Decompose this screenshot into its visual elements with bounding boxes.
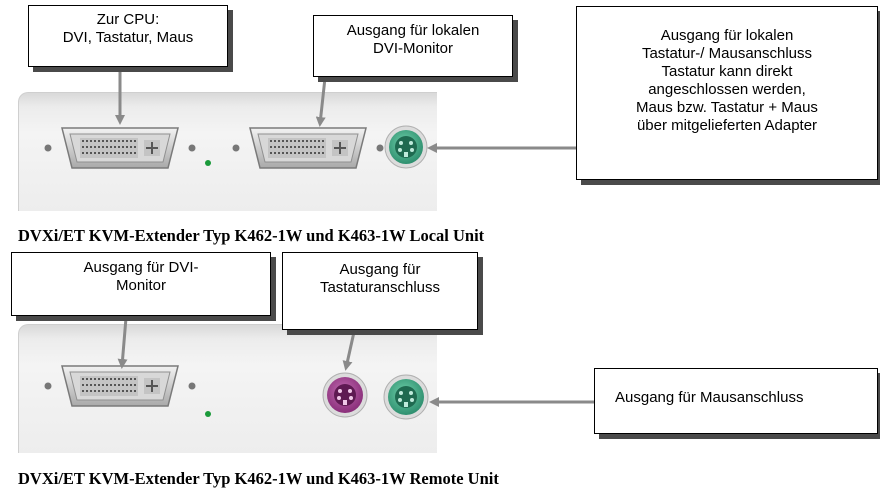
ps2-port-mouse-green: [383, 374, 429, 420]
dvi-port-remote-monitor: [44, 365, 196, 407]
caption-local-unit: DVXi/ET KVM-Extender Typ K462-1W und K46…: [18, 226, 485, 245]
dvi-port-local-monitor: [232, 127, 384, 169]
callout-mouse: Ausgang für Mausanschluss: [594, 368, 878, 434]
ps2-port-local-green: [384, 125, 428, 169]
arrow-keyboard: [342, 331, 356, 371]
status-led-icon: [205, 160, 211, 166]
caption-remote-unit: DVXi/ET KVM-Extender Typ K462-1W und K46…: [18, 469, 499, 488]
callout-dvi-monitor: Ausgang für DVI- Monitor: [11, 252, 271, 316]
dvi-port-cpu: [44, 127, 196, 169]
status-led-icon: [205, 411, 211, 417]
arrow-dvi-monitor: [117, 317, 128, 369]
ps2-port-keyboard-purple: [322, 372, 368, 418]
callout-cpu: Zur CPU: DVI, Tastatur, Maus: [28, 5, 228, 67]
callout-local-monitor: Ausgang für lokalen DVI-Monitor: [313, 15, 513, 77]
arrow-local-monitor: [315, 77, 327, 127]
callout-keyboard: Ausgang für Tastaturanschluss: [282, 252, 478, 330]
callout-local-keyboard: Ausgang für lokalen Tastatur-/ Mausansch…: [576, 6, 878, 180]
